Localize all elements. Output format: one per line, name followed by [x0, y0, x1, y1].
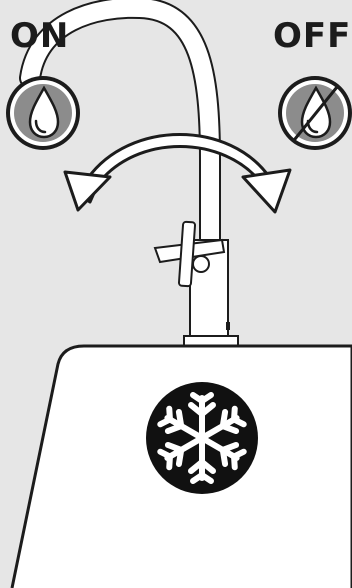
water-drop-icon — [6, 76, 80, 150]
water-drop-off-icon — [278, 76, 352, 150]
off-label: OFF — [273, 16, 351, 56]
on-label: ON — [10, 16, 69, 56]
snowflake-icon — [146, 382, 258, 494]
